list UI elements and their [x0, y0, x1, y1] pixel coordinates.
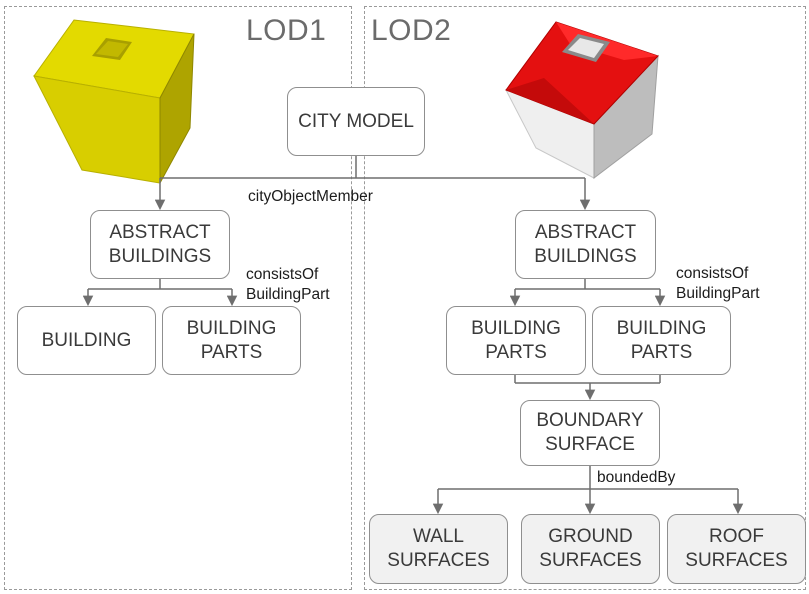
lod2-building-parts-left-node: BUILDING PARTS	[446, 306, 586, 375]
lod2-consists-of-label: consistsOf BuildingPart	[676, 265, 760, 302]
lod2-abstract-buildings-label: ABSTRACT BUILDINGS	[534, 221, 637, 267]
lod2-roofed-building-icon	[504, 21, 659, 180]
lod2-building-parts-left-label: BUILDING PARTS	[471, 317, 561, 363]
boundary-surface-label: BOUNDARY SURFACE	[536, 410, 644, 455]
wall-surfaces-label: WALL SURFACES	[387, 526, 490, 571]
lod2-abstract-buildings-node: ABSTRACT BUILDINGS	[515, 210, 656, 279]
lod2-title: LOD2	[371, 14, 452, 47]
city-model-node: CITY MODEL	[287, 87, 425, 156]
lod1-building-parts-label: BUILDING PARTS	[186, 317, 277, 363]
lod1-consists-of-label: consistsOf BuildingPart	[246, 266, 330, 303]
lod1-abstract-buildings-node: ABSTRACT BUILDINGS	[90, 210, 230, 279]
lod1-title: LOD1	[246, 14, 327, 47]
city-model-label: CITY MODEL	[298, 110, 414, 132]
lod1-abstract-buildings-label: ABSTRACT BUILDINGS	[108, 221, 212, 267]
lod1-panel	[4, 6, 352, 590]
ground-surfaces-label: GROUND SURFACES	[539, 526, 642, 571]
lod1-building-label: BUILDING	[41, 329, 132, 351]
bounded-by-label: boundedBy	[597, 469, 676, 486]
roof-surfaces-label: ROOF SURFACES	[685, 526, 788, 571]
wall-surfaces-node: WALL SURFACES	[369, 514, 508, 584]
lod2-building-parts-right-label: BUILDING PARTS	[616, 317, 707, 363]
lod2-building-parts-right-node: BUILDING PARTS	[592, 306, 731, 375]
lod1-building-parts-node: BUILDING PARTS	[162, 306, 301, 375]
boundary-surface-node: BOUNDARY SURFACE	[520, 400, 660, 466]
lod2-panel	[364, 6, 806, 590]
roof-surfaces-node: ROOF SURFACES	[667, 514, 806, 584]
ground-surfaces-node: GROUND SURFACES	[521, 514, 660, 584]
lod1-block-building-icon	[33, 19, 195, 184]
lod1-building-node: BUILDING	[17, 306, 156, 375]
city-object-member-label: cityObjectMember	[248, 188, 373, 205]
